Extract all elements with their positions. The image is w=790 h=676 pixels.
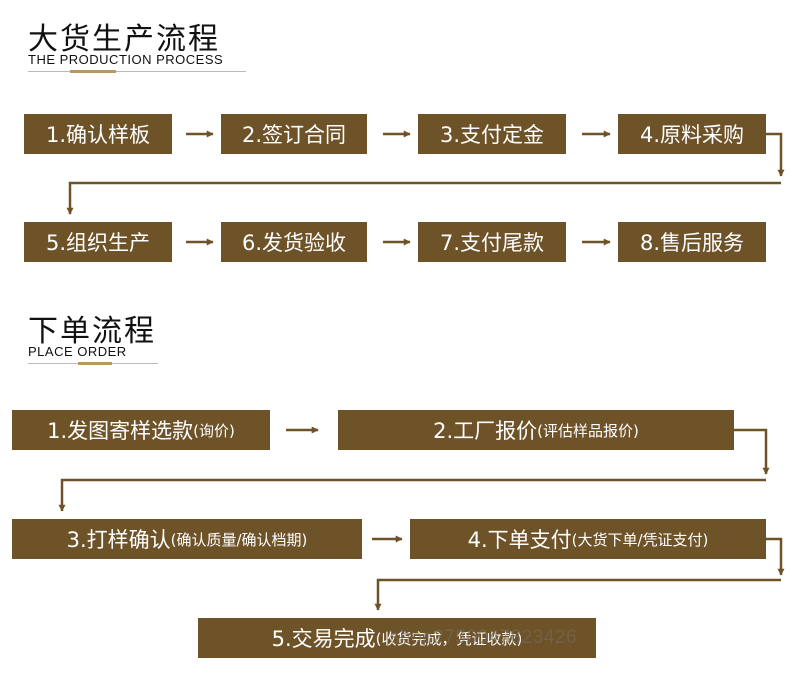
wrap-connector-right-icon <box>734 428 770 475</box>
shop-watermark: shop2750047823426 <box>390 627 578 648</box>
production-step-7: 7.支付尾款 <box>418 222 566 262</box>
order-section-title: 下单流程 <box>28 314 156 349</box>
order-step-1-note: (询价) <box>193 421 235 440</box>
production-step-6-label: 6.发货验收 <box>241 231 347 255</box>
order-step-4: 4.下单支付(大货下单/凭证支付) <box>410 519 766 559</box>
wrap-connector-left-icon <box>374 578 781 611</box>
wrap-connector-right-icon <box>766 132 785 177</box>
wrap-connector-right-icon <box>766 537 785 576</box>
production-step-4: 4.原料采购 <box>618 114 766 154</box>
order-step-3-label: 3.打样确认 <box>66 528 171 552</box>
production-step-1-label: 1.确认样板 <box>45 123 151 147</box>
production-step-5: 5.组织生产 <box>24 222 172 262</box>
order-step-5-note: (收货完成，凭证收款) <box>375 629 523 648</box>
production-step-2-label: 2.签订合同 <box>241 123 347 147</box>
order-step-1: 1.发图寄样选款(询价) <box>12 410 270 450</box>
production-step-3-label: 3.支付定金 <box>439 123 545 147</box>
production-section-subtitle: THE PRODUCTION PROCESS <box>28 52 224 67</box>
wrap-connector-left-icon <box>58 478 766 512</box>
order-step-2-label: 2.工厂报价 <box>433 419 538 443</box>
order-step-2: 2.工厂报价(评估样品报价) <box>338 410 734 450</box>
production-section-title: 大货生产流程 <box>28 22 220 57</box>
order-step-3-note: (确认质量/确认档期) <box>170 530 308 549</box>
order-step-4-note: (大货下单/凭证支付) <box>571 530 709 549</box>
order-title-accent <box>78 362 112 365</box>
order-step-2-note: (评估样品报价) <box>537 421 639 440</box>
order-step-5: 5.交易完成(收货完成，凭证收款) <box>198 618 596 658</box>
wrap-connector-left-icon <box>66 181 781 215</box>
production-step-8: 8.售后服务 <box>618 222 766 262</box>
production-step-6: 6.发货验收 <box>221 222 367 262</box>
production-title-accent <box>70 70 116 73</box>
production-title-divider <box>28 71 246 72</box>
production-step-7-label: 7.支付尾款 <box>439 231 545 255</box>
production-step-3: 3.支付定金 <box>418 114 566 154</box>
order-step-5-label: 5.交易完成 <box>271 627 376 651</box>
production-step-8-label: 8.售后服务 <box>639 231 745 255</box>
production-step-1: 1.确认样板 <box>24 114 172 154</box>
order-step-1-label: 1.发图寄样选款 <box>47 419 194 443</box>
production-step-5-label: 5.组织生产 <box>45 231 151 255</box>
order-step-3: 3.打样确认(确认质量/确认档期) <box>12 519 362 559</box>
production-step-4-label: 4.原料采购 <box>639 123 745 147</box>
production-step-2: 2.签订合同 <box>221 114 367 154</box>
order-section-subtitle: PLACE ORDER <box>28 344 127 359</box>
order-step-4-label: 4.下单支付 <box>467 528 572 552</box>
